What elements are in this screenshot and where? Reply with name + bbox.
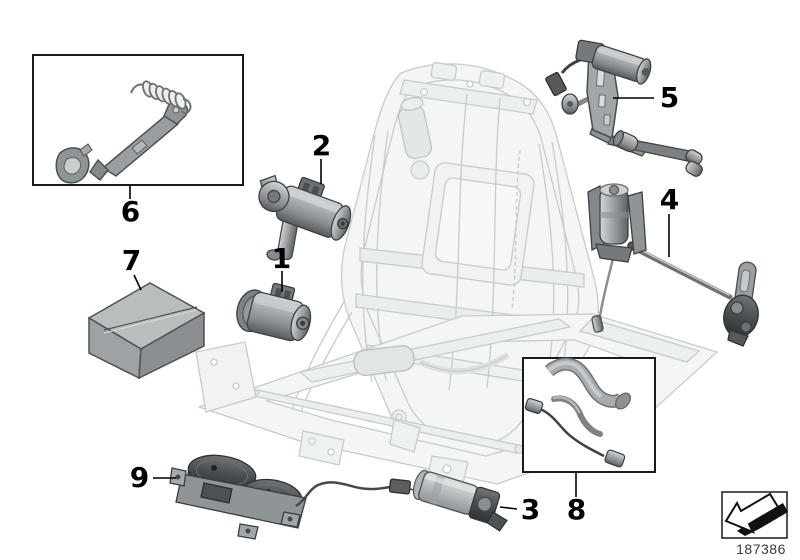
leader-lines <box>129 97 670 510</box>
drawing-number: 187386 <box>736 541 786 557</box>
print-direction-arrow-icon <box>724 492 788 536</box>
callout-2[interactable]: 2 <box>311 129 332 162</box>
cable-part <box>524 398 626 468</box>
callout-9[interactable]: 9 <box>129 461 150 494</box>
tube-part <box>551 395 603 437</box>
sleeve-part <box>544 357 631 410</box>
part-3-motor <box>412 469 508 532</box>
part-1-motor <box>236 282 312 342</box>
part-4-drive <box>587 183 759 347</box>
part-2-motor <box>258 174 352 261</box>
part-7-carton <box>87 282 206 380</box>
spring-part <box>130 80 192 115</box>
callout-8[interactable]: 8 <box>566 493 587 526</box>
kit-box-8 <box>522 357 656 473</box>
callout-1[interactable]: 1 <box>271 242 292 275</box>
part-5-drive <box>545 39 703 177</box>
callout-5[interactable]: 5 <box>659 81 680 114</box>
part-9-drive <box>169 454 422 540</box>
callout-6[interactable]: 6 <box>120 195 141 228</box>
kit-box-6 <box>32 54 244 186</box>
callout-7[interactable]: 7 <box>121 244 142 277</box>
callout-3[interactable]: 3 <box>520 493 541 526</box>
callout-4[interactable]: 4 <box>659 183 680 216</box>
clip-part <box>55 143 93 184</box>
print-direction-stamp <box>721 491 788 539</box>
